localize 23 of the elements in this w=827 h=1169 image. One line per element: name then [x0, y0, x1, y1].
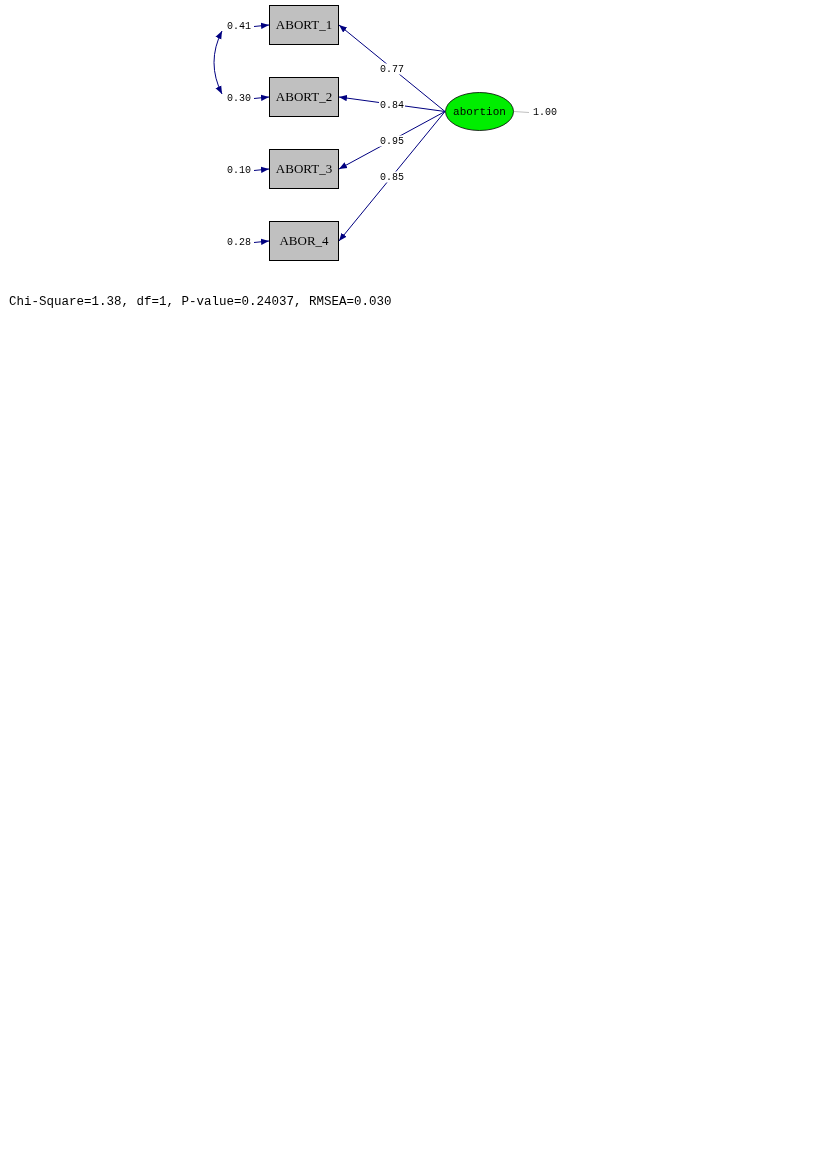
observed-variable-box: ABORT_1	[269, 5, 339, 45]
error-variance-value: 0.28	[224, 236, 254, 249]
edge-label: 0.85	[379, 171, 405, 183]
error-variance-value: 1.00	[529, 106, 561, 119]
error-variance-value: 0.10	[224, 164, 254, 177]
path-arrow	[338, 111, 446, 242]
error-variance-value: 0.30	[224, 92, 254, 105]
path-arrow	[253, 94, 270, 101]
observed-variable-box: ABOR_4	[269, 221, 339, 261]
fit-statistics-caption: Chi-Square=1.38, df=1, P-value=0.24037, RMSEA=0.030	[9, 295, 392, 309]
path-arrow	[253, 238, 270, 245]
observed-variable-box: ABORT_2	[269, 77, 339, 117]
edge-label: 0.77	[379, 63, 405, 75]
covariance-arrow	[213, 30, 223, 95]
path-arrow	[253, 22, 270, 29]
error-variance-value: 0.41	[224, 20, 254, 33]
path-arrow	[338, 24, 446, 112]
observed-variable-box: ABORT_3	[269, 149, 339, 189]
connector-line	[513, 111, 530, 113]
path-arrow	[253, 166, 270, 173]
edge-label: 0.84	[379, 99, 405, 111]
edge-label: 0.95	[379, 135, 405, 147]
latent-variable-ellipse: abortion	[445, 92, 514, 131]
